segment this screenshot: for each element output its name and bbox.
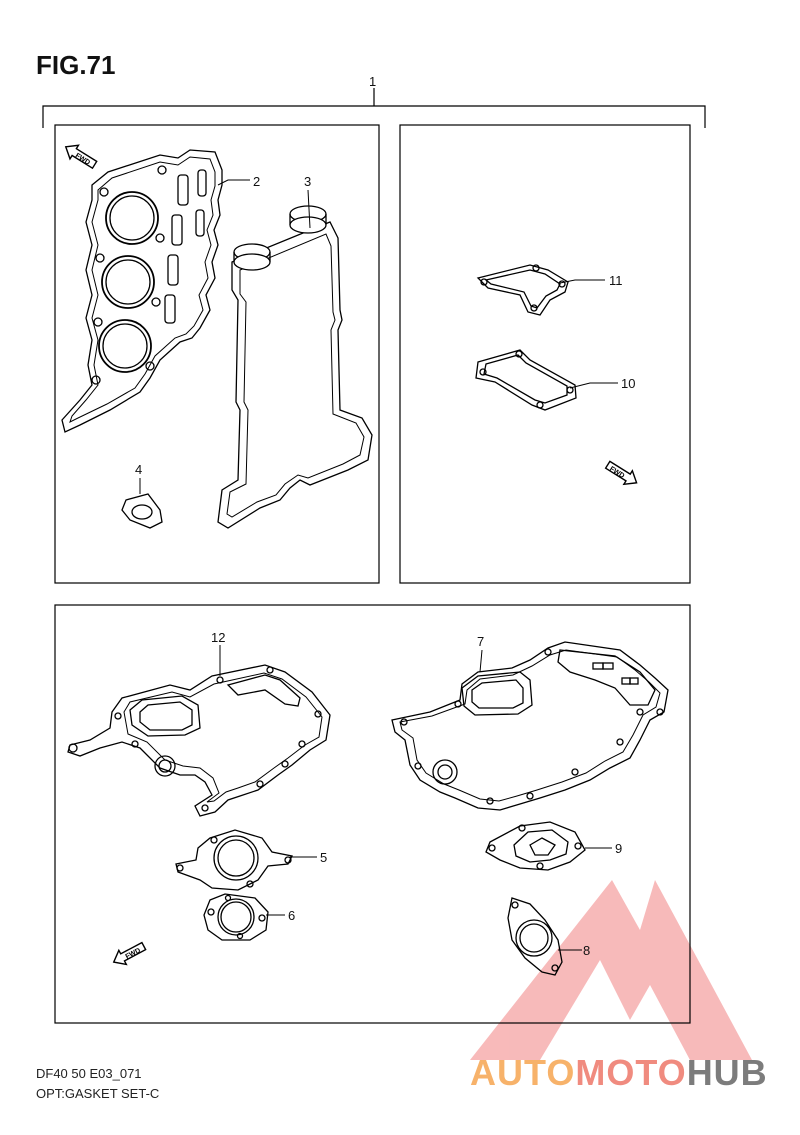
- callout-8: 8: [583, 943, 590, 958]
- callout-11: 11: [609, 273, 623, 288]
- gasket-5: [175, 829, 293, 891]
- gasket-12: [67, 664, 331, 817]
- gasket-9: [485, 821, 586, 871]
- fwd-arrow-icon: FWD: [604, 460, 638, 486]
- callout-4: 4: [135, 462, 142, 477]
- callout-labels: 1 2 3 4 5 6 7 8 9 10 11 12: [135, 74, 635, 958]
- figure-code: DF40 50 E03_071: [36, 1066, 142, 1081]
- gasket-10: [475, 349, 577, 411]
- panel-top-left: [54, 124, 380, 584]
- callout-2: 2: [253, 174, 260, 189]
- callout-1: 1: [369, 74, 376, 89]
- watermark-auto: AUTO: [470, 1052, 576, 1093]
- panel-top-right: [399, 124, 691, 584]
- gasket-6: [203, 893, 269, 941]
- gasket-7: [391, 641, 669, 811]
- gasket-8: [507, 897, 563, 976]
- watermark-triangle-logo: [470, 880, 752, 1060]
- fwd-arrow-icon: FWD: [112, 941, 147, 966]
- watermark-logo-text: AUTOMOTOHUB: [470, 1052, 768, 1094]
- watermark-moto: MOTO: [575, 1052, 687, 1093]
- gasket-11: [476, 264, 569, 316]
- figure-title: FIG.71: [36, 50, 116, 80]
- leader-lines: [139, 179, 618, 951]
- head-cover-gasket: [217, 205, 373, 529]
- fwd-label: FWD: [74, 152, 91, 166]
- callout-7: 7: [477, 634, 484, 649]
- callout-9: 9: [615, 841, 622, 856]
- callout-10: 10: [621, 376, 635, 391]
- fwd-arrow-icon: FWD: [64, 144, 98, 170]
- callout-5: 5: [320, 850, 327, 865]
- fwd-label: FWD: [608, 466, 625, 480]
- callout-6: 6: [288, 908, 295, 923]
- set-bracket: [42, 88, 706, 128]
- watermark-hub: HUB: [686, 1052, 768, 1093]
- panel-bottom: [54, 604, 691, 1024]
- small-gasket-4: [121, 493, 163, 529]
- cylinder-head-gasket: [61, 149, 223, 433]
- callout-3: 3: [304, 174, 311, 189]
- fwd-label: FWD: [125, 947, 142, 961]
- figure-description: OPT:GASKET SET-C: [36, 1086, 160, 1101]
- callout-12: 12: [211, 630, 225, 645]
